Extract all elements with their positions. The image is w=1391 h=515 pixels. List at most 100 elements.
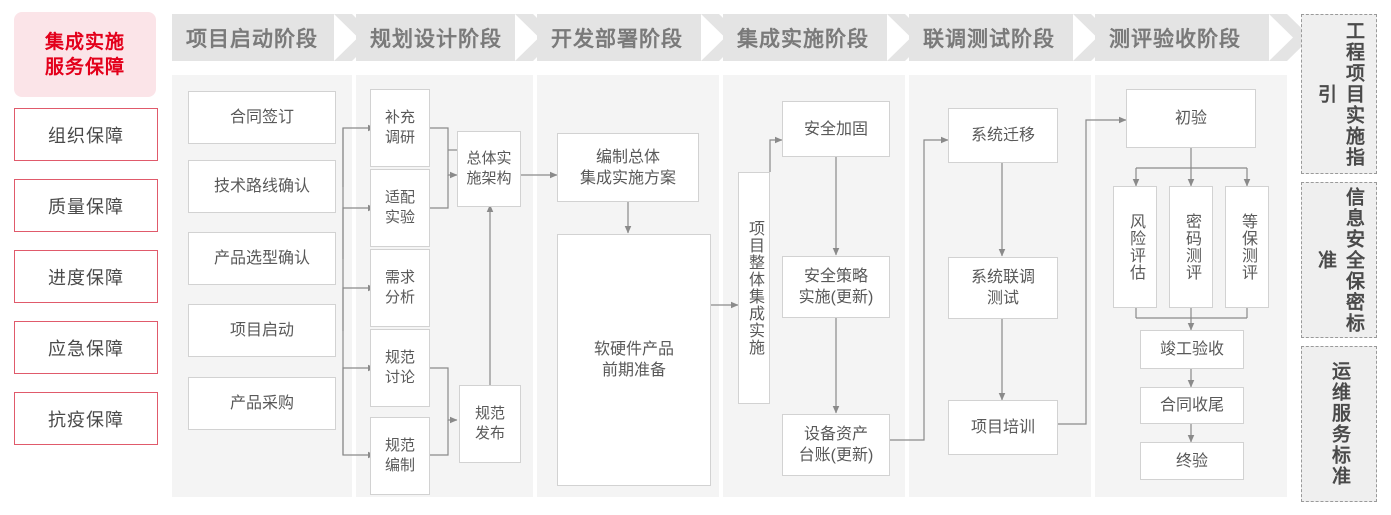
sidebar-item-label: 抗疫保障 — [48, 409, 124, 430]
standard-label: 运维服务标准 — [1329, 361, 1350, 487]
sidebar-item-label: 组织保障 — [48, 125, 124, 146]
node-label: 项目整体集成实施 — [746, 220, 763, 356]
node-standard-discussion[interactable]: 规范讨论 — [370, 329, 430, 407]
standard-infosec-confidentiality[interactable]: 信息安全保密标准 — [1301, 182, 1377, 338]
node-label-line1: 规范 — [384, 349, 415, 366]
node-requirement-analysis[interactable]: 需求分析 — [370, 249, 430, 327]
node-label-line2: 实验 — [384, 209, 415, 226]
node-label-line2: 调研 — [384, 129, 415, 146]
sidebar: 集成实施 服务保障 组织保障 质量保障 进度保障 应急保障 抗疫保障 — [14, 12, 158, 502]
node-security-policy-impl[interactable]: 安全策略实施(更新) — [782, 256, 890, 318]
node-mlps-evaluation[interactable]: 等保测评 — [1225, 186, 1269, 308]
node-label-line2: 集成实施方案 — [579, 169, 676, 187]
node-label: 安全加固 — [803, 120, 868, 138]
stage-header-6: 测评验收阶段 — [1095, 14, 1287, 61]
sidebar-header-line1: 集成实施 — [44, 31, 125, 53]
node-final-acceptance[interactable]: 终验 — [1140, 442, 1244, 480]
node-label: 系统迁移 — [970, 127, 1035, 144]
node-label: 产品采购 — [229, 395, 294, 412]
stage-header-1: 项目启动阶段 — [172, 14, 352, 61]
node-security-hardening[interactable]: 安全加固 — [782, 101, 890, 157]
node-label-line1: 补充 — [384, 109, 415, 126]
node-overall-impl-architecture[interactable]: 总体实施架构 — [457, 131, 521, 207]
sidebar-item-quality[interactable]: 质量保障 — [14, 179, 158, 232]
node-label-line1: 软硬件产品 — [593, 341, 674, 358]
node-label: 终验 — [1175, 452, 1208, 470]
node-label: 项目启动 — [229, 322, 294, 339]
node-adaptation-experiment[interactable]: 适配实验 — [370, 169, 430, 247]
node-asset-ledger-update[interactable]: 设备资产台账(更新) — [782, 414, 890, 476]
node-label-line2: 发布 — [474, 425, 505, 442]
node-label-line2: 前期准备 — [601, 362, 666, 379]
sidebar-item-emergency[interactable]: 应急保障 — [14, 321, 158, 374]
node-standard-release[interactable]: 规范发布 — [459, 385, 521, 463]
node-label: 产品选型确认 — [213, 250, 310, 267]
node-label: 合同签订 — [229, 109, 294, 126]
sidebar-item-label: 进度保障 — [48, 267, 124, 288]
node-label: 密码测评 — [1183, 213, 1200, 281]
stage-header-5: 联调测试阶段 — [909, 14, 1091, 61]
node-system-migration[interactable]: 系统迁移 — [948, 108, 1058, 163]
sidebar-item-organization[interactable]: 组织保障 — [14, 108, 158, 161]
sidebar-header-line2: 服务保障 — [44, 56, 125, 78]
node-supplementary-research[interactable]: 补充调研 — [370, 89, 430, 167]
stage-title: 开发部署阶段 — [551, 27, 683, 51]
node-completion-acceptance[interactable]: 竣工验收 — [1140, 330, 1244, 369]
stage-title: 项目启动阶段 — [186, 27, 318, 51]
node-overall-integration-impl[interactable]: 项目整体集成实施 — [738, 172, 770, 404]
node-label: 项目培训 — [970, 419, 1035, 436]
node-product-selection[interactable]: 产品选型确认 — [188, 232, 336, 285]
node-label-line2: 讨论 — [384, 369, 415, 386]
node-label-line2: 实施(更新) — [798, 289, 874, 306]
stage-title: 规划设计阶段 — [370, 27, 502, 51]
stage-title: 联调测试阶段 — [923, 27, 1055, 51]
standard-om-service[interactable]: 运维服务标准 — [1301, 346, 1377, 502]
standard-label: 工程项目实施指引 — [1315, 20, 1364, 168]
stage-header-2: 规划设计阶段 — [356, 14, 533, 61]
node-label: 技术路线确认 — [213, 178, 310, 195]
node-label-line1: 安全策略 — [803, 268, 868, 285]
node-preliminary-acceptance[interactable]: 初验 — [1126, 89, 1256, 148]
sidebar-header: 集成实施 服务保障 — [14, 12, 156, 97]
node-label-line1: 需求 — [384, 269, 415, 286]
node-label-line2: 编制 — [384, 457, 415, 474]
node-hw-sw-preparation[interactable]: 软硬件产品前期准备 — [557, 234, 711, 486]
node-label-line2: 台账(更新) — [798, 447, 874, 464]
node-label-line2: 施架构 — [466, 170, 512, 187]
node-label: 合同收尾 — [1159, 397, 1224, 414]
node-label-line2: 测试 — [986, 290, 1019, 307]
node-tech-route-confirm[interactable]: 技术路线确认 — [188, 160, 336, 213]
node-label: 初验 — [1174, 110, 1207, 127]
node-label-line1: 适配 — [384, 189, 415, 206]
node-system-joint-test[interactable]: 系统联调测试 — [948, 257, 1058, 319]
sidebar-item-label: 应急保障 — [48, 338, 124, 359]
node-crypto-evaluation[interactable]: 密码测评 — [1169, 186, 1213, 308]
node-label-line2: 分析 — [384, 289, 415, 306]
stage-header-4: 集成实施阶段 — [723, 14, 905, 61]
standard-engineering-guideline[interactable]: 工程项目实施指引 — [1301, 14, 1377, 174]
node-label: 竣工验收 — [1159, 341, 1224, 358]
node-label-line1: 系统联调 — [970, 269, 1035, 286]
stage-title: 集成实施阶段 — [737, 27, 869, 51]
node-project-training[interactable]: 项目培训 — [948, 400, 1058, 455]
stage-title: 测评验收阶段 — [1109, 27, 1241, 51]
node-label-line1: 规范 — [474, 405, 505, 422]
node-product-procurement[interactable]: 产品采购 — [188, 377, 336, 430]
node-prepare-overall-plan[interactable]: 编制总体集成实施方案 — [557, 133, 699, 202]
node-label-line1: 规范 — [384, 437, 415, 454]
stage-header-3: 开发部署阶段 — [537, 14, 719, 61]
node-label-line1: 设备资产 — [803, 426, 868, 443]
node-risk-assessment[interactable]: 风险评估 — [1113, 186, 1157, 308]
sidebar-item-schedule[interactable]: 进度保障 — [14, 250, 158, 303]
node-label-line1: 编制总体 — [595, 148, 660, 166]
node-label-line1: 总体实 — [466, 150, 512, 167]
node-label: 风险评估 — [1127, 213, 1144, 281]
standard-label: 信息安全保密标准 — [1315, 186, 1364, 334]
node-contract-closure[interactable]: 合同收尾 — [1140, 387, 1244, 424]
node-contract-signing[interactable]: 合同签订 — [188, 91, 336, 144]
node-label: 等保测评 — [1239, 213, 1256, 281]
sidebar-item-epidemic[interactable]: 抗疫保障 — [14, 392, 158, 445]
node-standard-drafting[interactable]: 规范编制 — [370, 417, 430, 495]
node-project-kickoff[interactable]: 项目启动 — [188, 304, 336, 357]
